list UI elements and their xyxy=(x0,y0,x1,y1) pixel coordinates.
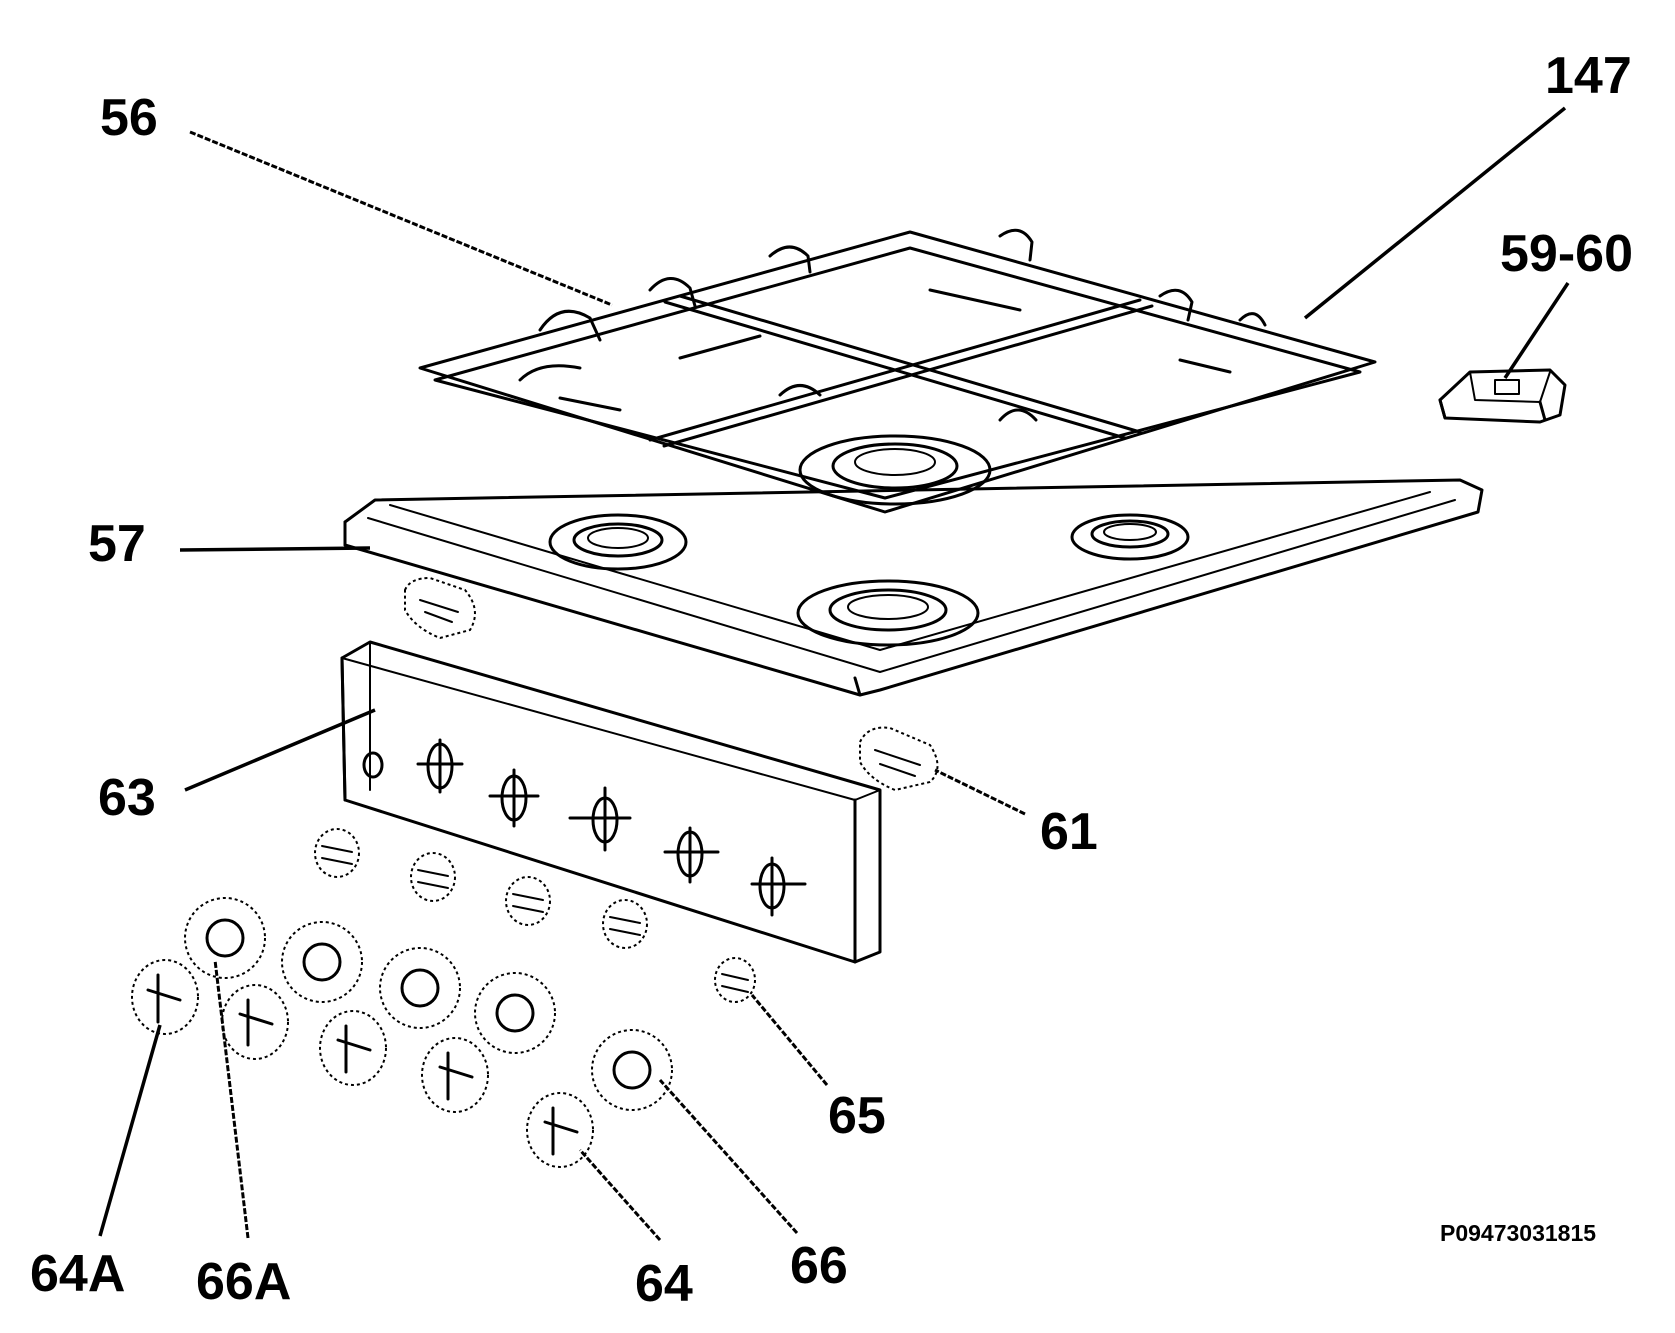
part-label-56: 56 xyxy=(100,89,158,147)
knob-bezels xyxy=(184,897,673,1111)
side-bracket-right-61 xyxy=(859,726,939,792)
bracket-clip-59-60 xyxy=(1438,368,1567,424)
burner-right xyxy=(1070,513,1190,561)
part-label-147: 147 xyxy=(1545,47,1632,105)
part-label-66: 66 xyxy=(790,1237,848,1295)
burner-front-center xyxy=(796,579,980,647)
drawing-code: P09473031815 xyxy=(1440,1220,1597,1246)
part-label-61: 61 xyxy=(1040,803,1098,861)
burner-front-left xyxy=(548,513,688,571)
side-bracket-left xyxy=(404,576,476,640)
hob-top-plate xyxy=(343,478,1484,697)
part-label-59-60: 59-60 xyxy=(1500,225,1633,283)
part-label-57: 57 xyxy=(88,515,146,573)
part-label-64A: 64A xyxy=(30,1245,126,1303)
part-label-64: 64 xyxy=(635,1255,693,1313)
part-label-66A: 66A xyxy=(196,1253,292,1311)
leader-lines xyxy=(98,106,1570,1241)
spindle-adapters xyxy=(314,828,756,1003)
control-knobs xyxy=(131,959,594,1168)
control-panel xyxy=(340,640,882,964)
part-label-65: 65 xyxy=(828,1087,886,1145)
pan-support-grid xyxy=(418,228,1377,514)
part-label-63: 63 xyxy=(98,769,156,827)
